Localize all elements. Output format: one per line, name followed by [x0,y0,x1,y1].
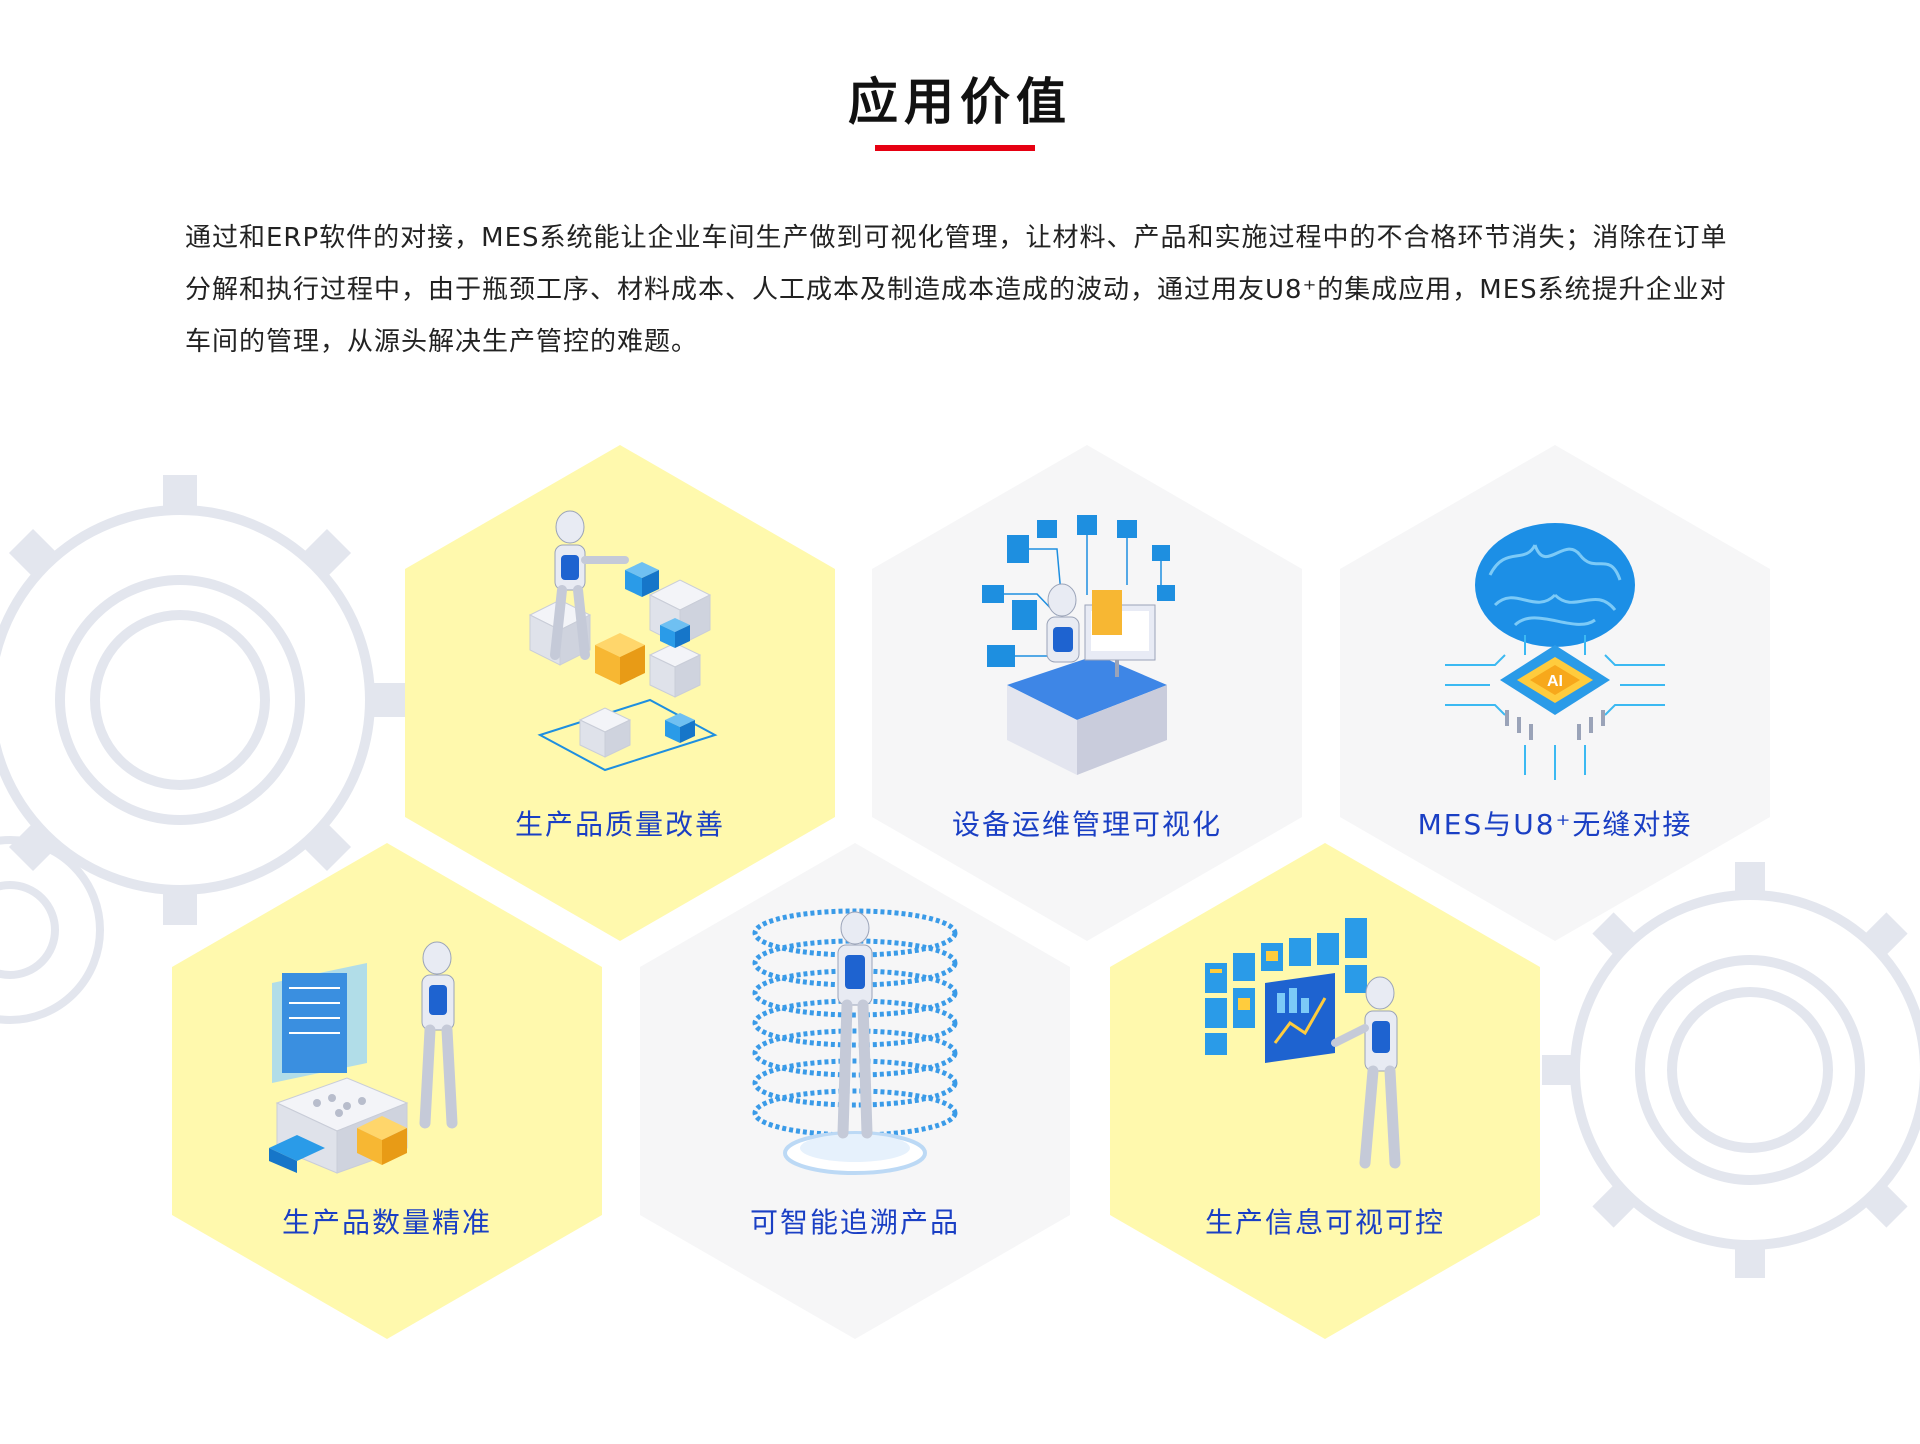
robot-screens-icon [1205,918,1401,1169]
value-card-traceability: 可智能追溯产品 [640,843,1070,1339]
intro-paragraph: 通过和ERP软件的对接，MES系统能让企业车间生产做到可视化管理，让材料、产品和… [185,223,1728,357]
gear-icon [1542,862,1920,1278]
value-card-visibility: 生产信息可视可控 [1110,843,1540,1339]
value-label: 生产品质量改善 [514,808,725,841]
robot-dashboard-icon [982,515,1175,775]
gear-icon [0,836,104,1024]
ai-brain-chip-icon: AI [1445,523,1665,780]
page-title: 应用价值 [848,73,1072,131]
robot-binary-cylinder-icon [752,908,958,1175]
gear-icon [0,475,405,925]
svg-text:AI: AI [1547,673,1563,690]
robot-cubes-icon [528,510,718,772]
value-card-quality: 生产品质量改善 [405,445,835,941]
robot-boxes-icon [269,941,458,1174]
value-label: 生产信息可视可控 [1204,1206,1445,1239]
value-label: 设备运维管理可视化 [951,808,1222,841]
value-card-integration: AI MES与U8⁺无缝对接 [1340,445,1770,941]
title-underline [875,145,1035,151]
value-card-equipment: 设备运维管理可视化 [872,445,1302,941]
value-card-quantity: 生产品数量精准 [172,843,602,1339]
value-label: 可智能追溯产品 [749,1206,960,1239]
value-label: MES与U8⁺无缝对接 [1417,808,1693,841]
value-label: 生产品数量精准 [281,1206,492,1239]
